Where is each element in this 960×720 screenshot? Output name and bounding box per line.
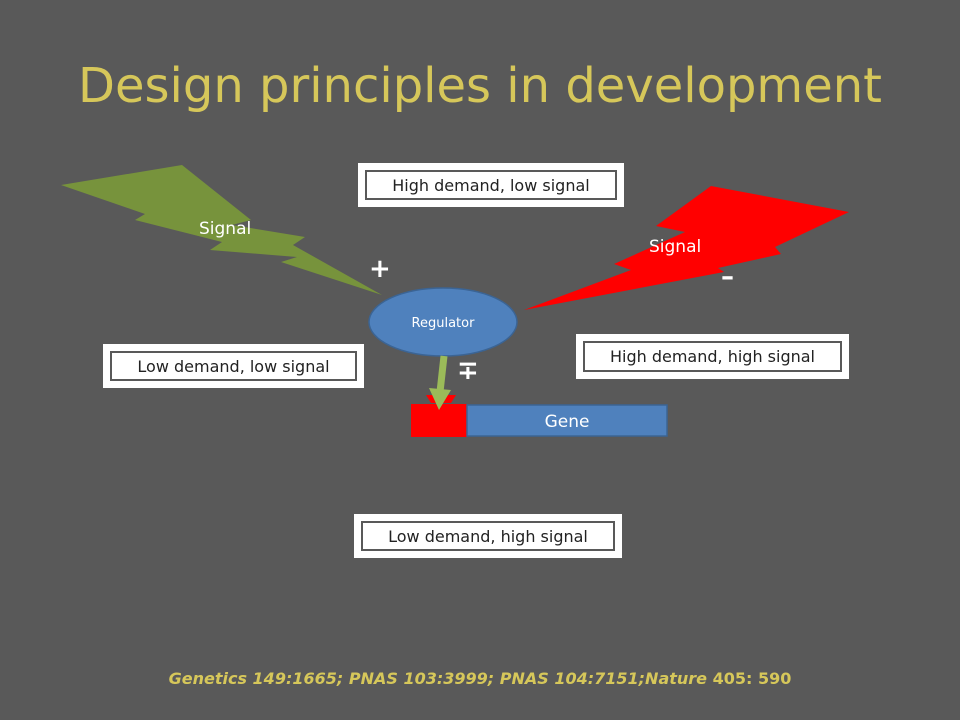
negative-sign: – <box>721 262 734 292</box>
gene-body <box>466 404 668 437</box>
regulation-arrow-head <box>429 388 451 410</box>
box-high-demand-low-signal-text: High demand, low signal <box>392 175 590 195</box>
box-high-demand-high-signal-text: High demand, high signal <box>609 347 815 366</box>
box-low-demand-high-signal-text: Low demand, high signal <box>388 526 588 546</box>
citation: Genetics 149:1665; PNAS 103:3999; PNAS 1… <box>0 669 960 688</box>
regulator-label: Regulator <box>412 316 476 331</box>
box-low-demand-low-signal-text: Low demand, low signal <box>137 356 330 376</box>
box-high-demand-high-signal: High demand, high signal <box>576 334 849 379</box>
positive-sign: + <box>369 254 391 284</box>
left-signal-bolt <box>61 165 382 295</box>
box-low-demand-high-signal: Low demand, high signal <box>354 514 622 558</box>
citation-nature-ref: 405: 590 <box>707 669 792 688</box>
gene-label: Gene <box>545 412 590 432</box>
citation-journals: Genetics 149:1665; PNAS 103:3999; PNAS 1… <box>168 669 708 688</box>
right-signal-bolt <box>524 186 849 310</box>
box-high-demand-low-signal: High demand, low signal <box>358 163 624 207</box>
regulation-arrow-shaft <box>436 355 448 393</box>
right-signal-label: Signal <box>649 237 702 257</box>
box-low-demand-low-signal: Low demand, low signal <box>103 344 364 388</box>
slide-title: Design principles in development <box>78 58 882 114</box>
regulation-sign: ∓ <box>457 356 479 386</box>
left-signal-label: Signal <box>199 219 252 239</box>
